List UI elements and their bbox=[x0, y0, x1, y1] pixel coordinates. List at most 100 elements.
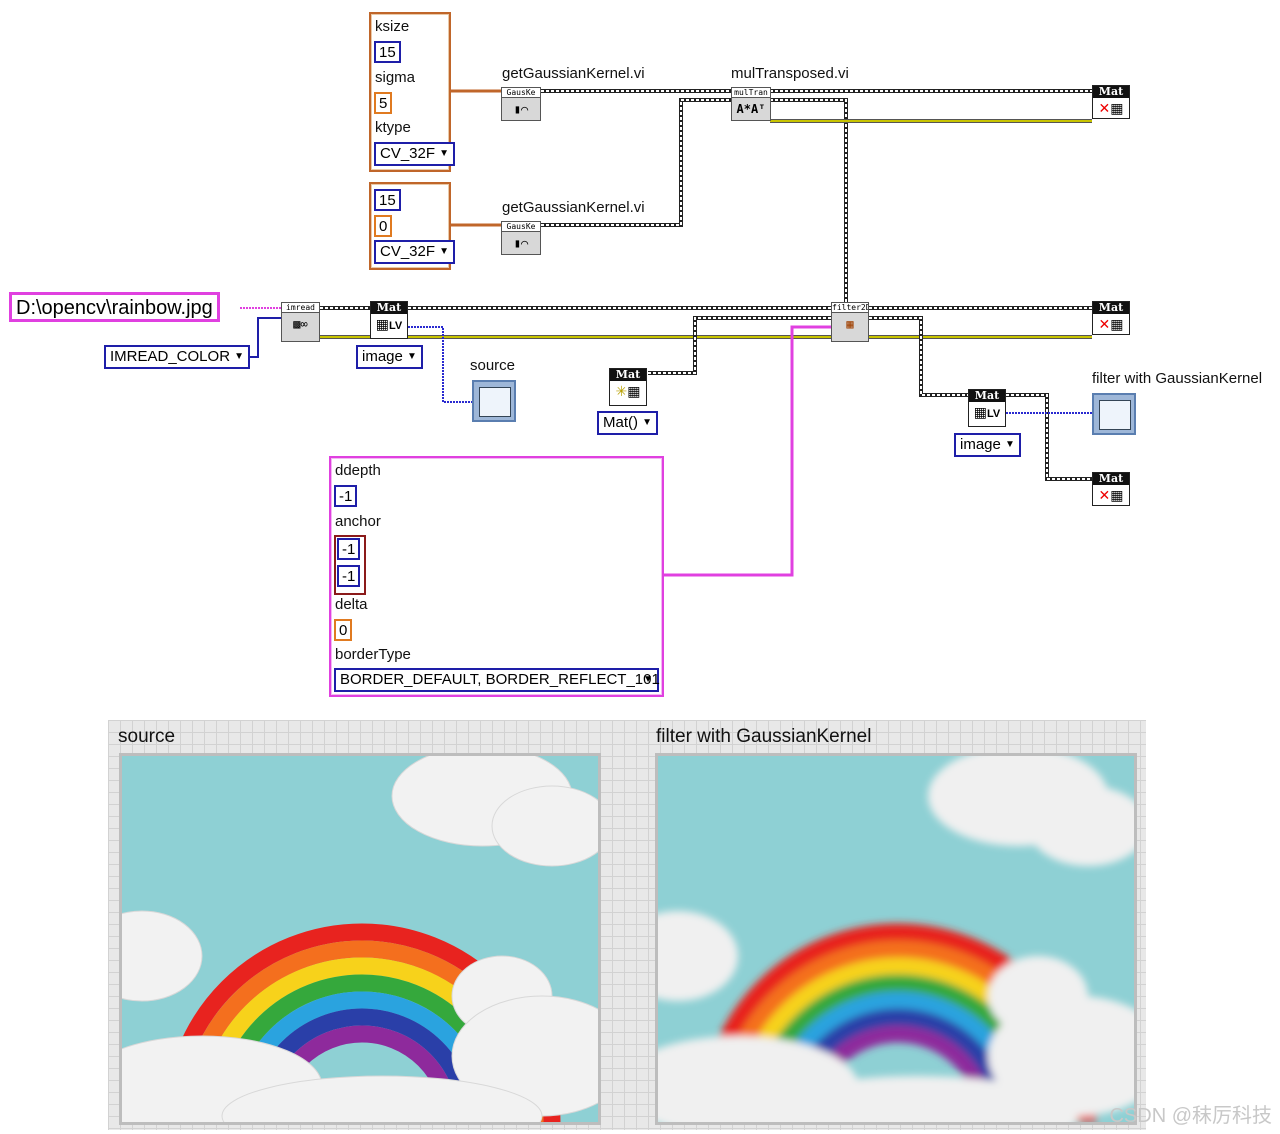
ktype-dropdown-2[interactable]: CV_32F▼ bbox=[374, 240, 456, 264]
image-type-value: image bbox=[362, 348, 403, 365]
source-indicator-label: source bbox=[470, 357, 516, 374]
get-gaussian-kernel-node-2[interactable]: GausKe ▮⌒ bbox=[501, 221, 541, 255]
filter2d-params-cluster: ddepth -1 anchor -1 -1 delta 0 borderTyp… bbox=[329, 456, 664, 697]
get-gaussian-kernel-node-1[interactable]: GausKe ▮⌒ bbox=[501, 87, 541, 121]
close-icon: ✕ bbox=[1098, 100, 1111, 116]
filter-panel-title: filter with GaussianKernel bbox=[656, 726, 872, 747]
imread-flag-value: IMREAD_COLOR bbox=[110, 348, 231, 365]
gaussian-params-cluster-1: ksize 15 sigma 5 ktype CV_32F▼ bbox=[369, 12, 456, 172]
ksize-label: ksize bbox=[375, 18, 410, 35]
gauss-node-title: GausKe bbox=[502, 88, 540, 98]
rainbow-image bbox=[122, 756, 598, 1122]
mat-header: Mat bbox=[1093, 86, 1129, 98]
sigma-input[interactable]: 5 bbox=[374, 92, 393, 114]
anchor-label: anchor bbox=[335, 513, 381, 530]
image-file-icon: ▩∞ bbox=[293, 317, 308, 331]
ksize-input[interactable]: 15 bbox=[374, 41, 401, 63]
wire-params bbox=[662, 325, 831, 577]
ksize-input-2[interactable]: 15 bbox=[374, 189, 401, 211]
wire-kernel-down bbox=[770, 98, 848, 303]
grid-icon: ▦ bbox=[627, 383, 641, 399]
delta-input[interactable]: 0 bbox=[334, 619, 353, 641]
mat-release-node-2[interactable]: Mat ✕▦ bbox=[1092, 301, 1130, 335]
border-type-dropdown[interactable]: BORDER_DEFAULT, BORDER_REFLECT_101▼ bbox=[334, 668, 660, 692]
watermark: CSDN @秣厉科技 bbox=[1109, 1105, 1272, 1127]
mat-to-lv-node-2[interactable]: Mat ▦LV bbox=[968, 389, 1006, 427]
ktype-label: ktype bbox=[375, 119, 411, 136]
mat-to-lv-node-1[interactable]: Mat ▦LV bbox=[370, 301, 408, 339]
cloud-left bbox=[658, 911, 738, 1001]
mat-constructor-node[interactable]: Mat ✳▦ bbox=[609, 368, 647, 406]
grid-icon: ▦ bbox=[973, 404, 987, 420]
image-type-dropdown-2[interactable]: image▼ bbox=[954, 433, 1021, 457]
gauss-node-title: GausKe bbox=[502, 222, 540, 232]
imread-flag-dropdown[interactable]: IMREAD_COLOR▼ bbox=[104, 345, 251, 369]
delta-label: delta bbox=[335, 596, 368, 613]
mat-release-node-3[interactable]: Mat ✕▦ bbox=[1092, 472, 1130, 506]
chevron-down-icon: ▼ bbox=[642, 417, 652, 428]
ktype-value: CV_32F bbox=[380, 145, 436, 162]
multran-node-title: mulTran bbox=[732, 88, 770, 98]
multransposed-label: mulTransposed.vi bbox=[731, 65, 849, 82]
close-icon: ✕ bbox=[1098, 316, 1111, 332]
anchor-cluster: -1 -1 bbox=[334, 535, 366, 595]
chevron-down-icon: ▼ bbox=[439, 148, 450, 159]
anchor-y-input[interactable]: -1 bbox=[337, 565, 361, 587]
grid-icon: ▦ bbox=[1110, 316, 1124, 332]
block-diagram-wires bbox=[240, 89, 1092, 577]
mat-header: Mat bbox=[1093, 473, 1129, 485]
kernel-grid-icon: ▦ bbox=[846, 317, 854, 331]
cloud-left bbox=[122, 910, 203, 1002]
gaussian-params-cluster-2: 15 0 CV_32F▼ bbox=[369, 182, 456, 270]
grid-icon: ▦ bbox=[375, 316, 389, 332]
gauss1-label: getGaussianKernel.vi bbox=[502, 65, 645, 82]
bell-curve-icon: ▮⌒ bbox=[513, 236, 529, 250]
border-type-label: borderType bbox=[335, 646, 411, 663]
chevron-down-icon: ▼ bbox=[643, 674, 653, 685]
lv-text: LV bbox=[388, 320, 403, 332]
multran-formula: A*Aᵀ bbox=[736, 102, 766, 116]
mat-constructor-dropdown[interactable]: Mat() ▼ bbox=[597, 411, 658, 435]
mat-header: Mat bbox=[371, 302, 407, 314]
filter-image-display bbox=[655, 753, 1137, 1125]
grid-icon: ▦ bbox=[1110, 100, 1124, 116]
file-path-control[interactable]: D:\opencv\rainbow.jpg bbox=[9, 292, 220, 322]
chevron-down-icon: ▼ bbox=[234, 351, 245, 362]
picture-icon bbox=[479, 387, 511, 417]
ddepth-label: ddepth bbox=[335, 462, 381, 479]
ktype-value-2: CV_32F bbox=[380, 243, 436, 260]
ddepth-input[interactable]: -1 bbox=[334, 485, 358, 507]
chevron-down-icon: ▼ bbox=[406, 351, 417, 362]
source-image-indicator bbox=[472, 380, 516, 422]
border-type-value: BORDER_DEFAULT, BORDER_REFLECT_101 bbox=[340, 671, 660, 688]
image-type-dropdown-1[interactable]: image▼ bbox=[356, 345, 423, 369]
filter2d-node-title: filter2D bbox=[832, 303, 868, 313]
lv-text: LV bbox=[986, 408, 1001, 420]
mul-transposed-node[interactable]: mulTran A*Aᵀ bbox=[731, 87, 771, 121]
imread-node[interactable]: imread ▩∞ bbox=[281, 302, 320, 342]
wire-source bbox=[408, 326, 472, 403]
source-image-display bbox=[119, 753, 601, 1125]
mat-header: Mat bbox=[1093, 302, 1129, 314]
ktype-dropdown[interactable]: CV_32F▼ bbox=[374, 142, 456, 166]
sigma-input-2[interactable]: 0 bbox=[374, 215, 393, 237]
picture-icon bbox=[1099, 400, 1131, 430]
close-icon: ✕ bbox=[1098, 487, 1111, 503]
bell-curve-icon: ▮⌒ bbox=[513, 102, 529, 116]
image-type-value: image bbox=[960, 436, 1001, 453]
mat-header: Mat bbox=[969, 390, 1005, 402]
filter2d-node[interactable]: filter2D ▦ bbox=[831, 302, 869, 342]
chevron-down-icon: ▼ bbox=[439, 246, 450, 257]
sigma-label: sigma bbox=[375, 69, 416, 86]
rainbow-image-blurred bbox=[658, 756, 1134, 1122]
anchor-x-input[interactable]: -1 bbox=[337, 538, 361, 560]
filter-image-indicator bbox=[1092, 393, 1136, 435]
grid-icon: ▦ bbox=[1110, 487, 1124, 503]
gauss2-label: getGaussianKernel.vi bbox=[502, 199, 645, 216]
mat-constructor-value: Mat() bbox=[603, 414, 638, 431]
mat-header: Mat bbox=[610, 369, 646, 381]
filter-indicator-label: filter with GaussianKernel bbox=[1092, 370, 1263, 387]
front-panel: source filter with Ga bbox=[108, 720, 1146, 1130]
chevron-down-icon: ▼ bbox=[1004, 439, 1015, 450]
mat-release-node-1[interactable]: Mat ✕▦ bbox=[1092, 85, 1130, 119]
